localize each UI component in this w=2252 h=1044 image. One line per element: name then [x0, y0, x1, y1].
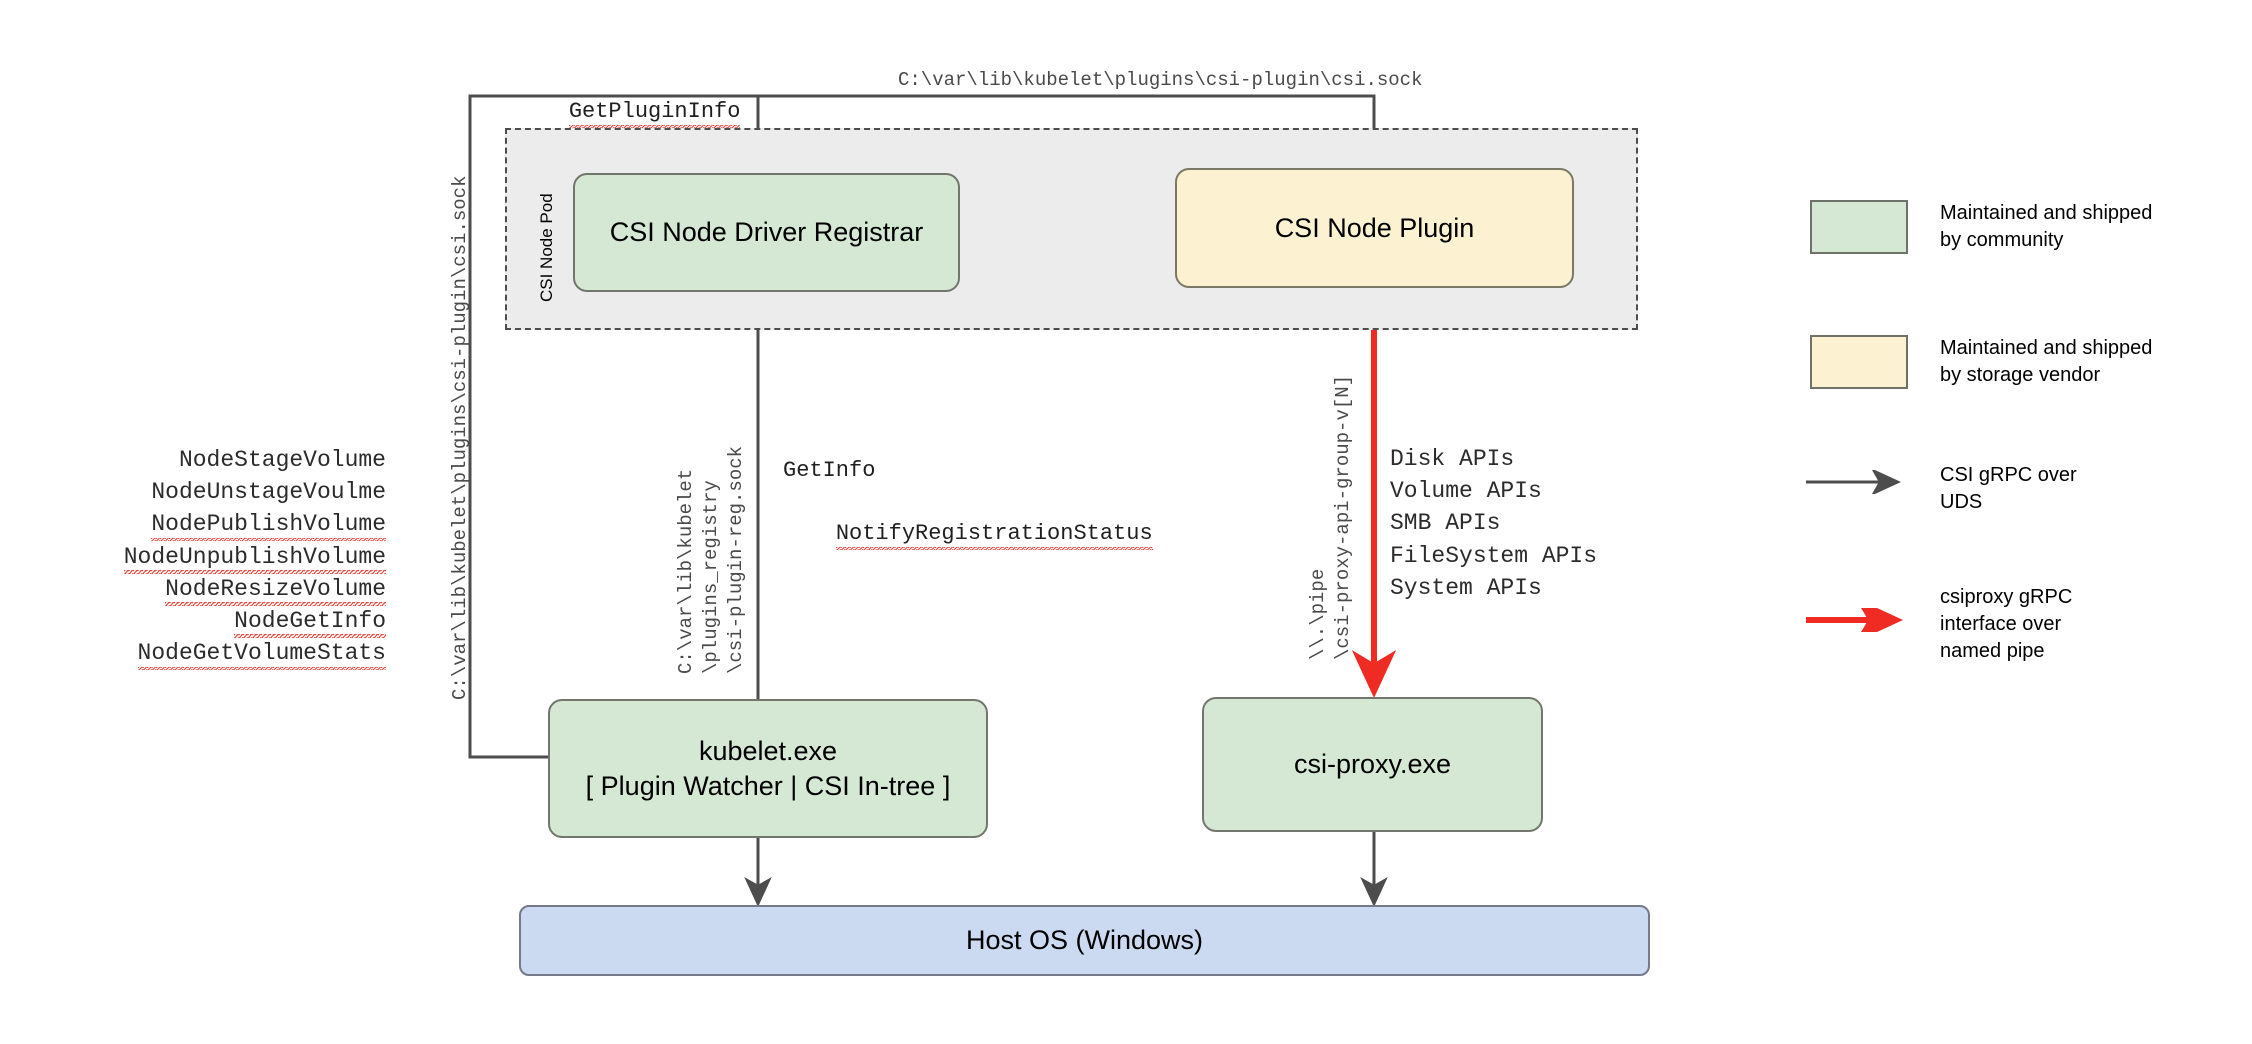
legend-label-csi-grpc-uds: CSI gRPC over UDS: [1940, 464, 2077, 513]
csi-node-api-item-label: NodeGetInfo: [234, 607, 386, 638]
csi-proxy-api-item: System APIs: [1390, 574, 1542, 601]
csi-node-api-item: NodeUnstageVoulme: [30, 476, 386, 508]
csi-proxy-api-item: SMB APIs: [1390, 510, 1501, 537]
legend: Maintained and shipped by community Main…: [1800, 180, 2240, 700]
label-csi-sock-path-left: C:\var\lib\kubelet\plugins\csi-plugin\cs…: [449, 175, 471, 701]
node-csi-node-driver-registrar-label: CSI Node Driver Registrar: [609, 217, 924, 248]
node-csi-node-plugin[interactable]: CSI Node Plugin: [1175, 168, 1574, 288]
node-host-os[interactable]: Host OS (Windows): [519, 905, 1650, 976]
label-get-info: GetInfo: [783, 458, 876, 483]
csi-node-api-item: NodeStageVolume: [30, 444, 386, 476]
csi-node-api-item-label: NodeUnstageVoulme: [151, 479, 386, 506]
legend-swatch-community: [1810, 200, 1908, 254]
csi-proxy-api-item: Disk APIs: [1390, 446, 1515, 472]
label-registry-path-line1: C:\var\lib\kubelet: [675, 468, 697, 674]
csi-proxy-api-item: Volume APIs: [1390, 478, 1542, 505]
connector-getplugininfo: [468, 94, 760, 759]
node-kubelet-exe[interactable]: kubelet.exe [ Plugin Watcher | CSI In-tr…: [548, 699, 988, 838]
csi-node-api-item-label: NodeUnpublishVolume: [123, 543, 386, 574]
node-csi-node-driver-registrar[interactable]: CSI Node Driver Registrar: [573, 173, 960, 292]
label-notify-registration-status-text: NotifyRegistrationStatus: [835, 521, 1153, 551]
node-csi-proxy-exe-label: csi-proxy.exe: [1293, 749, 1452, 780]
node-host-os-label: Host OS (Windows): [965, 925, 1204, 956]
legend-label-csiproxy-named-pipe: csiproxy gRPC interface over named pipe: [1940, 586, 2073, 662]
csi-node-api-item: NodeResizeVolume: [30, 573, 386, 606]
label-get-plugin-info-text: GetPluginInfo: [568, 99, 741, 129]
csi-node-api-item-label: NodeGetVolumeStats: [137, 640, 386, 671]
legend-label-community: Maintained and shipped by community: [1940, 202, 2153, 251]
label-registry-path-line3: \csi-plugin-reg.sock: [725, 445, 747, 674]
label-registry-path-line2: \plugins_registry: [700, 480, 722, 674]
csi-node-api-item-label: NodePublishVolume: [151, 511, 386, 542]
node-csi-node-plugin-label: CSI Node Plugin: [1274, 212, 1475, 243]
csi-node-api-item: NodeGetInfo: [30, 605, 386, 638]
csi-node-api-item-label: NodeResizeVolume: [165, 575, 386, 606]
csi-node-pod-label: CSI Node Pod: [537, 193, 556, 302]
csi-node-api-item: NodeUnpublishVolume: [30, 541, 386, 574]
legend-label-storage-vendor: Maintained and shipped by storage vendor: [1940, 337, 2153, 386]
legend-arrow-csiproxy-named-pipe: [1806, 597, 1916, 643]
label-notify-registration-status: NotifyRegistrationStatus: [783, 487, 1153, 581]
legend-arrow-csi-grpc-uds: [1806, 468, 1916, 499]
csi-node-api-item: NodePublishVolume: [30, 508, 386, 542]
label-get-plugin-info: GetPluginInfo: [516, 65, 741, 159]
csi-node-api-item-label: NodeStageVolume: [178, 447, 386, 473]
label-csi-sock-path-top: C:\var\lib\kubelet\plugins\csi-plugin\cs…: [898, 69, 1423, 91]
csi-node-api-item: NodeGetVolumeStats: [30, 637, 386, 671]
node-kubelet-exe-label-line1: kubelet.exe: [698, 735, 838, 766]
csi-proxy-api-item: FileSystem APIs: [1390, 542, 1598, 569]
node-kubelet-exe-label-line2: [ Plugin Watcher | CSI In-tree ]: [585, 770, 951, 801]
legend-swatch-storage-vendor: [1810, 335, 1908, 389]
label-named-pipe-line1: \\.\pipe: [1307, 568, 1329, 660]
label-named-pipe-line2: \csi-proxy-api-group-v[N]: [1332, 374, 1354, 660]
node-csi-proxy-exe[interactable]: csi-proxy.exe: [1202, 697, 1543, 832]
